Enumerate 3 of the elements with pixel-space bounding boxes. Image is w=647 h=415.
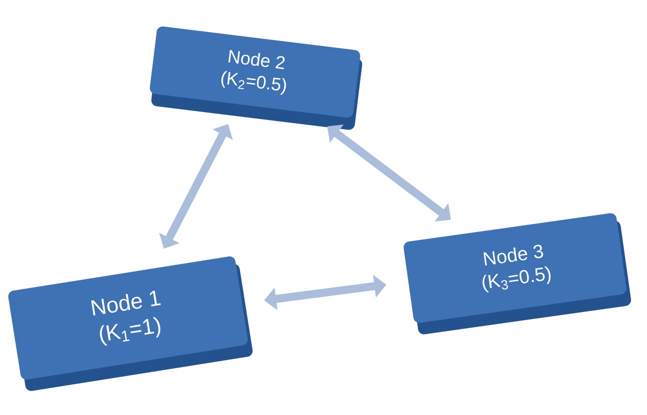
node-box: Node 2 (K$_{2}$=0.5) (150, 26, 362, 130)
node-box: Node 1 (K$_{1}$=1) (8, 256, 253, 391)
node-box: Node 3 (K$_{3}$=0.5) (404, 213, 632, 334)
